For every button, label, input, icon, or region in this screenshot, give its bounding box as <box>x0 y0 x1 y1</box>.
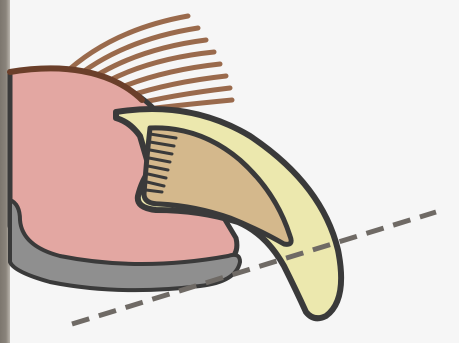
claw-diagram <box>0 0 459 343</box>
diagram-canvas <box>0 0 459 343</box>
